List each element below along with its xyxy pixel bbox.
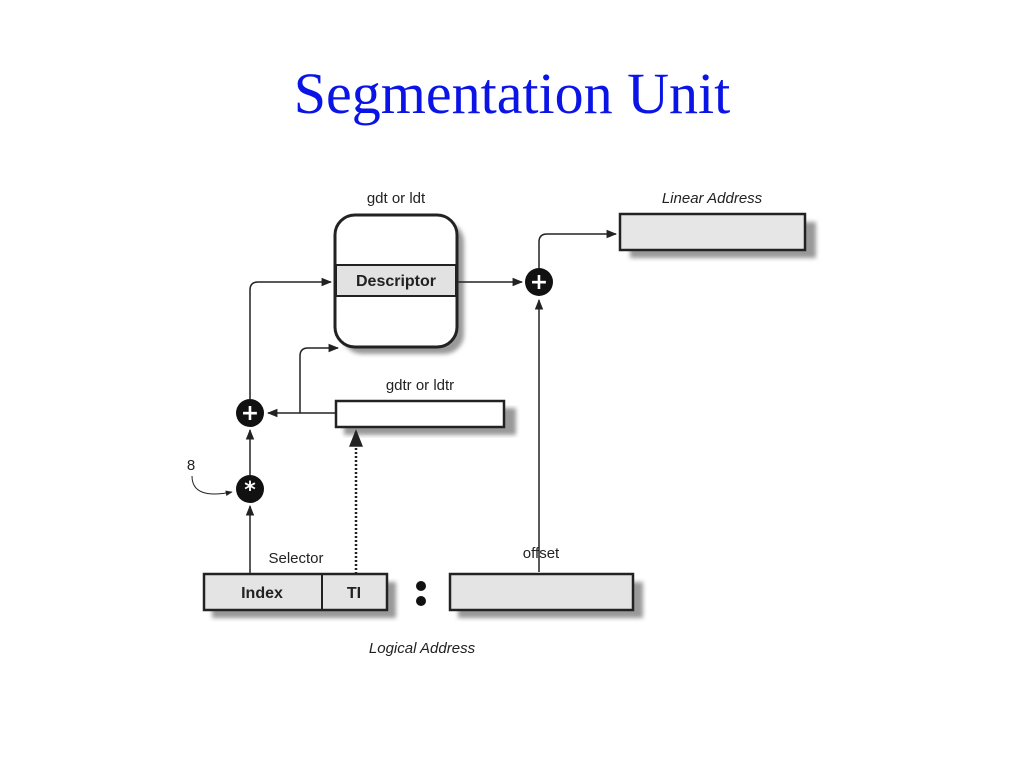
linear-address-label: Linear Address — [662, 190, 763, 207]
linear-address-box — [618, 212, 807, 252]
selector-box — [202, 572, 389, 612]
plus-icon: + — [241, 401, 259, 426]
multiplier — [236, 475, 264, 503]
descriptor-label: Descriptor — [356, 273, 436, 290]
colon-dot-bottom — [416, 596, 426, 606]
gdtr-ldtr-register — [334, 399, 506, 429]
constant-arrow — [191, 475, 233, 496]
table-label: gdt or ldt — [367, 190, 426, 207]
logical-address-label: Logical Address — [369, 640, 476, 657]
ti-field: TI — [347, 585, 361, 602]
slide-title: Segmentation Unit — [293, 61, 731, 126]
index-field: Index — [241, 585, 283, 602]
offset-box — [448, 572, 635, 612]
multiplier-constant: 8 — [187, 457, 195, 474]
register-to-table-arrow — [299, 343, 340, 413]
colon-dot-top — [416, 581, 426, 591]
asterisk-icon: * — [244, 478, 256, 503]
plus-icon: + — [530, 270, 548, 295]
adder-left — [236, 399, 264, 427]
descriptor-row — [335, 264, 457, 297]
adder-to-descriptor-arrow — [249, 277, 333, 399]
adder-top — [525, 268, 553, 296]
offset-label: offset — [523, 545, 560, 562]
register-label: gdtr or ldtr — [386, 377, 454, 394]
selector-label: Selector — [268, 550, 323, 567]
adder-to-linear-arrow — [538, 229, 618, 268]
